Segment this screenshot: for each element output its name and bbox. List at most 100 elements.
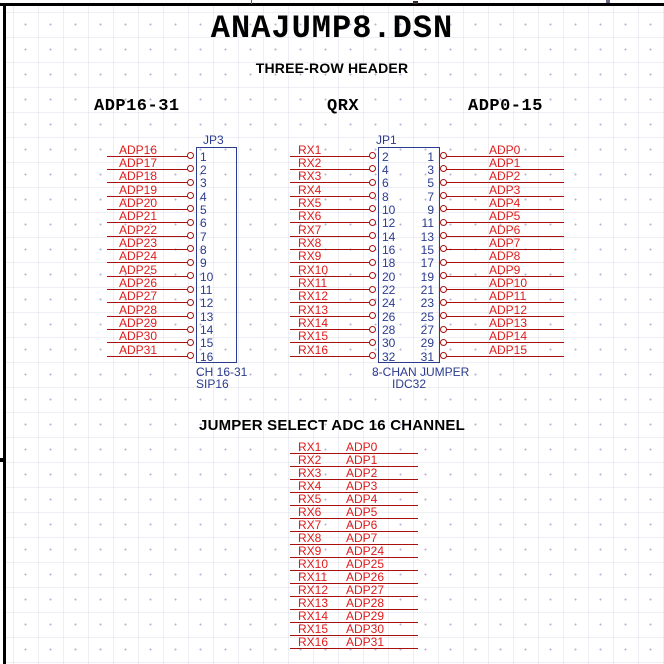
jumper-table-adp-label: ADP5 [346, 504, 378, 519]
jp1-pin-pad-right[interactable] [440, 258, 447, 266]
jp3-pin-pad[interactable] [187, 298, 194, 306]
jp1-pin-number-left: 6 [382, 176, 389, 191]
jumper-table-wire [290, 465, 418, 467]
jp1-net-label-left: RX6 [298, 209, 322, 224]
jp1-pin-number-right: 23 [420, 296, 434, 311]
jp3-body[interactable] [196, 147, 237, 363]
jp1-pin-number-right: 13 [420, 229, 434, 244]
jp1-wire-right [446, 355, 564, 357]
jp1-net-label-left: RX1 [298, 142, 322, 157]
jp1-value: 8-CHAN JUMPER [372, 365, 470, 379]
jp3-pin-pad[interactable] [187, 258, 194, 266]
jp1-net-label-right: ADP13 [489, 316, 528, 331]
sheet-tick-top-left [251, 0, 252, 4]
jp3-pin-pad[interactable] [187, 285, 194, 293]
jp1-pin-pad-left[interactable] [369, 312, 376, 320]
jp3-net-label: ADP22 [119, 222, 158, 237]
jp1-pin-pad-left[interactable] [369, 152, 376, 159]
jp1-body[interactable] [378, 147, 440, 363]
jp1-pin-pad-right[interactable] [440, 165, 447, 173]
jp3-wire [107, 329, 188, 331]
jumper-table-rx-label: RX13 [298, 595, 329, 610]
jp3-net-label: ADP25 [119, 262, 158, 277]
jp3-pin-pad[interactable] [187, 325, 194, 333]
jp1-pin-pad-left[interactable] [369, 258, 376, 266]
jp3-pin-pad[interactable] [187, 312, 194, 320]
jumper-table-wire [290, 569, 418, 571]
jp1-wire-right [446, 155, 564, 157]
jp1-pin-pad-left[interactable] [369, 272, 376, 280]
jp3-wire [107, 168, 188, 170]
jp1-pin-pad-right[interactable] [440, 285, 447, 293]
jp1-pin-pad-right[interactable] [440, 232, 447, 240]
jp1-pin-pad-right[interactable] [440, 352, 447, 360]
jumper-table-adp-label: ADP0 [346, 439, 378, 454]
jp1-pin-pad-right[interactable] [440, 312, 447, 320]
jp3-net-label: ADP31 [119, 342, 158, 357]
jp1-pin-number-left: 24 [382, 296, 396, 311]
jp3-pin-pad[interactable] [187, 178, 194, 186]
jp1-pin-pad-right[interactable] [440, 218, 447, 226]
jp1-pin-pad-left[interactable] [369, 245, 376, 253]
jp1-pin-pad-left[interactable] [369, 178, 376, 186]
jp3-pin-number: 15 [200, 336, 214, 351]
jp3-pin-number: 8 [200, 242, 207, 257]
jp1-pin-pad-right[interactable] [440, 245, 447, 253]
jp3-net-label: ADP19 [119, 182, 158, 197]
jp1-pin-pad-left[interactable] [369, 325, 376, 333]
jp1-pin-pad-left[interactable] [369, 285, 376, 293]
jp1-wire-right [446, 208, 564, 210]
jp1-pin-number-left: 16 [382, 242, 396, 257]
jp1-pin-pad-left[interactable] [369, 352, 376, 360]
jp3-net-label: ADP17 [119, 155, 158, 170]
jumper-table-rx-label: RX10 [298, 556, 329, 571]
jumper-table-rx-label: RX12 [298, 582, 329, 597]
jp3-pin-pad[interactable] [187, 165, 194, 173]
jumper-table-adp-label: ADP6 [346, 517, 378, 532]
jp1-pin-pad-right[interactable] [440, 272, 447, 280]
jp3-pin-pad[interactable] [187, 232, 194, 240]
jp1-wire-left [290, 329, 370, 331]
jp3-pin-pad[interactable] [187, 272, 194, 280]
jumper-table-wire [290, 530, 418, 532]
jp1-pin-number-right: 29 [420, 336, 434, 351]
jp1-pin-pad-right[interactable] [440, 325, 447, 333]
jp3-net-label: ADP30 [119, 329, 158, 344]
jp3-pin-pad[interactable] [187, 245, 194, 253]
sheet-border-left [3, 3, 6, 664]
jp1-pin-pad-left[interactable] [369, 205, 376, 213]
jp1-pin-number-left: 20 [382, 269, 396, 284]
jp1-pin-pad-left[interactable] [369, 232, 376, 240]
jp1-wire-right [446, 342, 564, 344]
jp1-wire-left [290, 208, 370, 210]
jp3-wire [107, 248, 188, 250]
jp3-pin-pad[interactable] [187, 338, 194, 346]
jp3-pin-pad[interactable] [187, 152, 194, 159]
jp1-wire-left [290, 235, 370, 237]
jp1-pin-number-left: 10 [382, 202, 396, 217]
jp1-pin-number-left: 32 [382, 349, 396, 364]
jp3-pin-pad[interactable] [187, 218, 194, 226]
jp1-pin-pad-right[interactable] [440, 205, 447, 213]
jumper-table-wire [290, 556, 418, 558]
jp3-pin-pad[interactable] [187, 192, 194, 200]
jp1-pin-pad-right[interactable] [440, 152, 447, 159]
jp1-pin-pad-right[interactable] [440, 298, 447, 306]
jp1-pin-pad-left[interactable] [369, 338, 376, 346]
jp1-wire-left [290, 195, 370, 197]
jp3-wire [107, 182, 188, 184]
jp1-pin-pad-left[interactable] [369, 192, 376, 200]
jp1-pin-pad-left[interactable] [369, 298, 376, 306]
jp1-pin-number-left: 8 [382, 189, 389, 204]
jumper-table-adp-label: ADP3 [346, 478, 378, 493]
jp1-pin-pad-right[interactable] [440, 192, 447, 200]
jp3-pin-pad[interactable] [187, 205, 194, 213]
jp3-pin-number: 11 [200, 283, 213, 297]
jp1-pin-pad-left[interactable] [369, 165, 376, 173]
jp1-wire-left [290, 275, 370, 277]
jp1-pin-pad-left[interactable] [369, 218, 376, 226]
jp1-pin-pad-right[interactable] [440, 338, 447, 346]
jp3-pin-pad[interactable] [187, 352, 194, 360]
jumper-table-rx-label: RX8 [298, 530, 322, 545]
jp1-pin-pad-right[interactable] [440, 178, 447, 186]
